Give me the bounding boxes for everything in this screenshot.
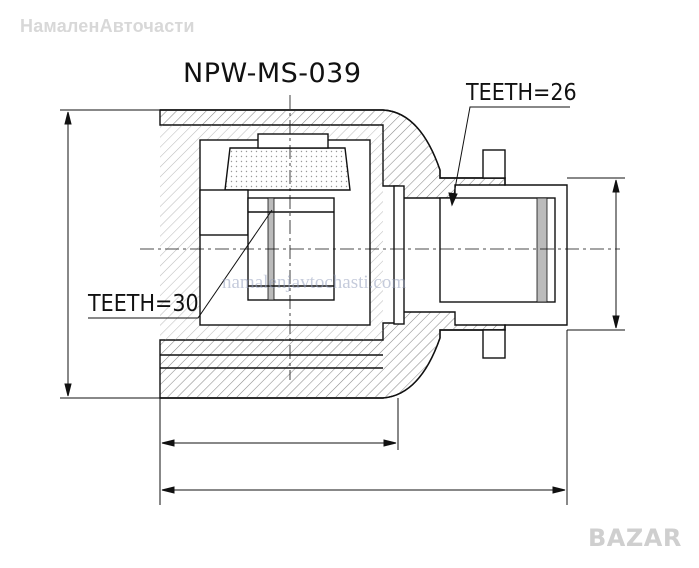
dimension-lines [60,106,625,505]
bazar-logo: BAZAR [588,524,682,552]
housing-section [159,109,568,399]
center-lines [140,95,620,380]
part-number-title: NPW-MS-039 [183,58,362,89]
teeth-outer-label: TEETH=26 [466,80,577,106]
watermark-center: namalenjavtochasti.com [222,272,407,293]
watermark-top: НамаленАвточасти [20,16,195,36]
teeth-inner-label: TEETH=30 [88,291,199,317]
